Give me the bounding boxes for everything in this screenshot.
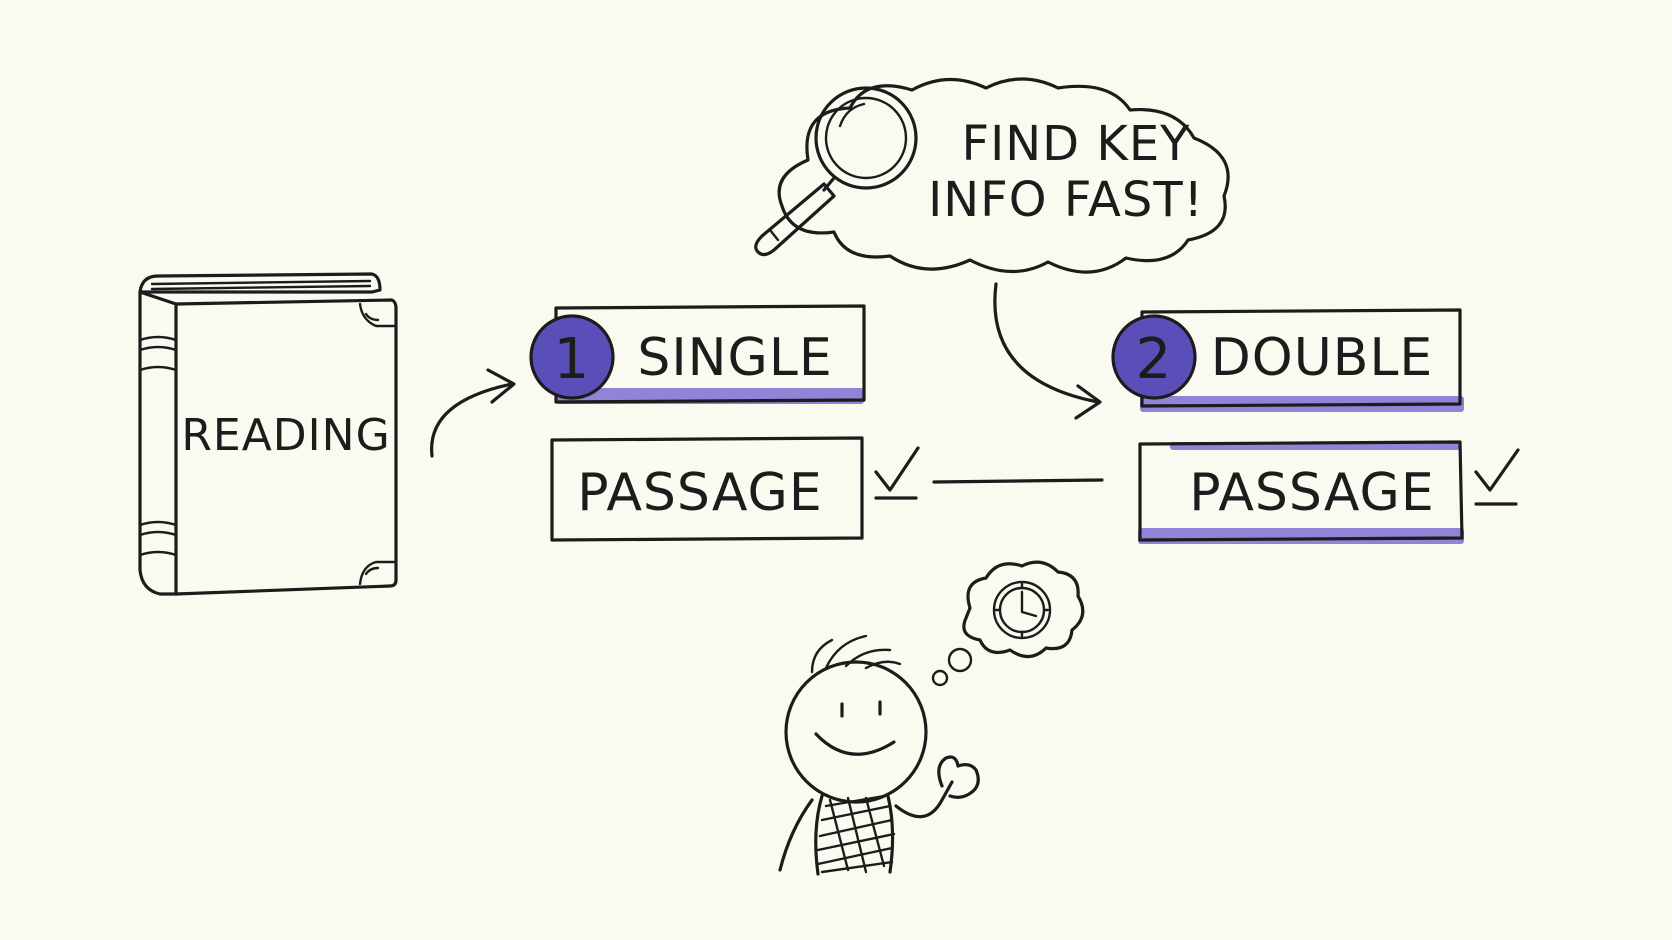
double-number: 2 bbox=[1136, 327, 1173, 392]
cloud-line-2: INFO FAST! bbox=[928, 172, 1204, 228]
single-passage-label: PASSAGE bbox=[577, 463, 822, 523]
single-label: SINGLE bbox=[637, 328, 832, 388]
single-number: 1 bbox=[554, 327, 591, 392]
reading-book: READING bbox=[138, 272, 398, 596]
double-header-box: 2 DOUBLE bbox=[1111, 308, 1464, 412]
double-check bbox=[1474, 448, 1520, 506]
thought-cloud: FIND KEY INFO FAST! bbox=[754, 77, 1230, 274]
cloud-line-1: FIND KEY bbox=[961, 116, 1190, 172]
book-label: READING bbox=[181, 410, 390, 461]
clock-icon bbox=[992, 580, 1052, 640]
stick-character bbox=[778, 560, 1085, 876]
double-label: DOUBLE bbox=[1211, 328, 1434, 388]
arrow-book-to-single bbox=[430, 368, 516, 458]
double-passage-box: PASSAGE bbox=[1138, 440, 1464, 544]
single-passage-box: PASSAGE bbox=[550, 436, 864, 542]
arrow-cloud-to-double bbox=[993, 282, 1102, 420]
double-passage-label: PASSAGE bbox=[1189, 463, 1434, 523]
connector-line bbox=[932, 478, 1104, 484]
single-header-box: 1 SINGLE bbox=[529, 304, 866, 404]
single-check bbox=[874, 446, 920, 500]
magnifying-glass-icon bbox=[754, 86, 918, 257]
